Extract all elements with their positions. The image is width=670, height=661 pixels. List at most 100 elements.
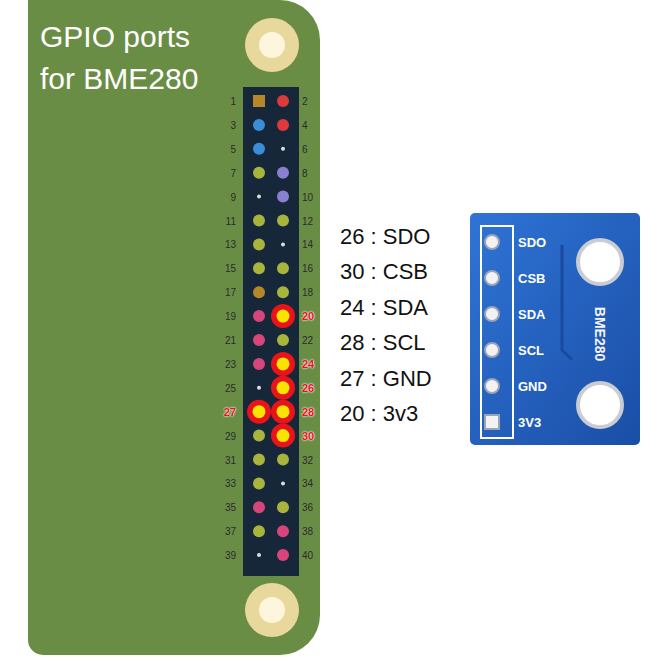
gpio-pin (277, 405, 290, 418)
pin-number: 29 (206, 430, 236, 441)
pin-number: 40 (302, 550, 313, 561)
pi-board (28, 0, 320, 655)
gpio-pins (247, 95, 295, 561)
gpio-pin (277, 119, 289, 131)
pin-number: 33 (206, 478, 236, 489)
gpio-pin (277, 549, 289, 561)
gpio-pin (253, 501, 265, 513)
gpio-pin (277, 167, 289, 179)
pin-number: 2 (302, 96, 308, 107)
gpio-pin (277, 95, 289, 107)
gpio-pin (277, 501, 289, 513)
pin-number: 1 (206, 96, 236, 107)
pin-number: 25 (206, 382, 236, 393)
gpio-pin (253, 262, 265, 274)
pin-label: SDA (518, 307, 545, 322)
gpio-pin (271, 376, 295, 400)
gpio-pin (271, 424, 295, 448)
gpio-pin (257, 386, 261, 390)
gpio-pin (253, 334, 265, 346)
gpio-pin (253, 525, 265, 537)
gpio-pin (253, 310, 265, 322)
pin-number: 5 (206, 143, 236, 154)
gpio-pin (253, 477, 265, 489)
sensor-module: SDO CSB SDA SCL GND 3V3 BME280 (470, 213, 640, 445)
pin-number: 14 (302, 239, 313, 250)
gpio-pin (253, 358, 265, 370)
pin-label: 3V3 (518, 415, 541, 430)
pin-number: 30 (302, 430, 314, 442)
gpio-pin (257, 195, 261, 199)
gpio-pin (253, 95, 265, 107)
pin-number: 23 (206, 358, 236, 369)
pin-number: 15 (206, 263, 236, 274)
pin-number: 34 (302, 478, 313, 489)
gpio-pin (277, 454, 289, 466)
pin-mapping: 24 : SDA (340, 295, 428, 321)
gpio-pin (253, 215, 265, 227)
pin-number: 27 (206, 406, 236, 418)
pin-number: 39 (206, 550, 236, 561)
pin-number: 35 (206, 502, 236, 513)
pin-mapping: 26 : SDO (340, 224, 430, 250)
gpio-pin (253, 119, 265, 131)
pin-number: 11 (206, 215, 236, 226)
gpio-pin (253, 405, 266, 418)
gpio-pin (253, 238, 265, 250)
gpio-pin (253, 454, 265, 466)
pin-number: 24 (302, 358, 314, 370)
board-title: GPIO ports for BME280 (40, 16, 230, 100)
gpio-pin (277, 381, 290, 394)
gpio-header (243, 87, 299, 576)
pin-mapping: 27 : GND (340, 366, 432, 392)
pin-number: 38 (302, 526, 313, 537)
gpio-pin (271, 304, 295, 328)
pin-number: 4 (302, 119, 308, 130)
gpio-pin (253, 286, 265, 298)
pin-number: 20 (302, 310, 314, 322)
gpio-pin (271, 400, 295, 424)
gpio-pin (277, 310, 290, 323)
pin-number: 13 (206, 239, 236, 250)
pin-number: 3 (206, 119, 236, 130)
gpio-pin (253, 430, 265, 442)
pin-label: SCL (518, 343, 544, 358)
pin-label: GND (518, 379, 547, 394)
pin-number: 28 (302, 406, 314, 418)
pin-number: 31 (206, 454, 236, 465)
pin-number: 17 (206, 287, 236, 298)
gpio-pin (281, 481, 285, 485)
gpio-pin (253, 143, 265, 155)
pin-number: 8 (302, 167, 308, 178)
pin-number: 26 (302, 382, 314, 394)
pin-number: 36 (302, 502, 313, 513)
gpio-pin (277, 334, 289, 346)
pin-mapping: 30 : CSB (340, 259, 428, 285)
pin-number: 10 (302, 191, 313, 202)
pin-number: 12 (302, 215, 313, 226)
gpio-pin (257, 553, 261, 557)
pin-number: 22 (302, 335, 313, 346)
pin-number: 6 (302, 143, 308, 154)
gpio-pin (281, 242, 285, 246)
pin-label: CSB (518, 271, 545, 286)
pin-number: 21 (206, 335, 236, 346)
gpio-pin (277, 357, 290, 370)
gpio-pin (271, 352, 295, 376)
pin-number: 19 (206, 311, 236, 322)
pin-number: 18 (302, 287, 313, 298)
gpio-pin (247, 400, 271, 424)
pin-number: 7 (206, 167, 236, 178)
bme280-board (470, 213, 640, 445)
chip-name: BME280 (592, 307, 608, 361)
gpio-pin (277, 262, 289, 274)
gpio-pin (253, 167, 265, 179)
gpio-pin (277, 429, 290, 442)
gpio-pin (277, 191, 289, 203)
pin-number: 32 (302, 454, 313, 465)
gpio-pin (281, 147, 285, 151)
pin-number: 16 (302, 263, 313, 274)
pin-label: SDO (518, 235, 546, 250)
